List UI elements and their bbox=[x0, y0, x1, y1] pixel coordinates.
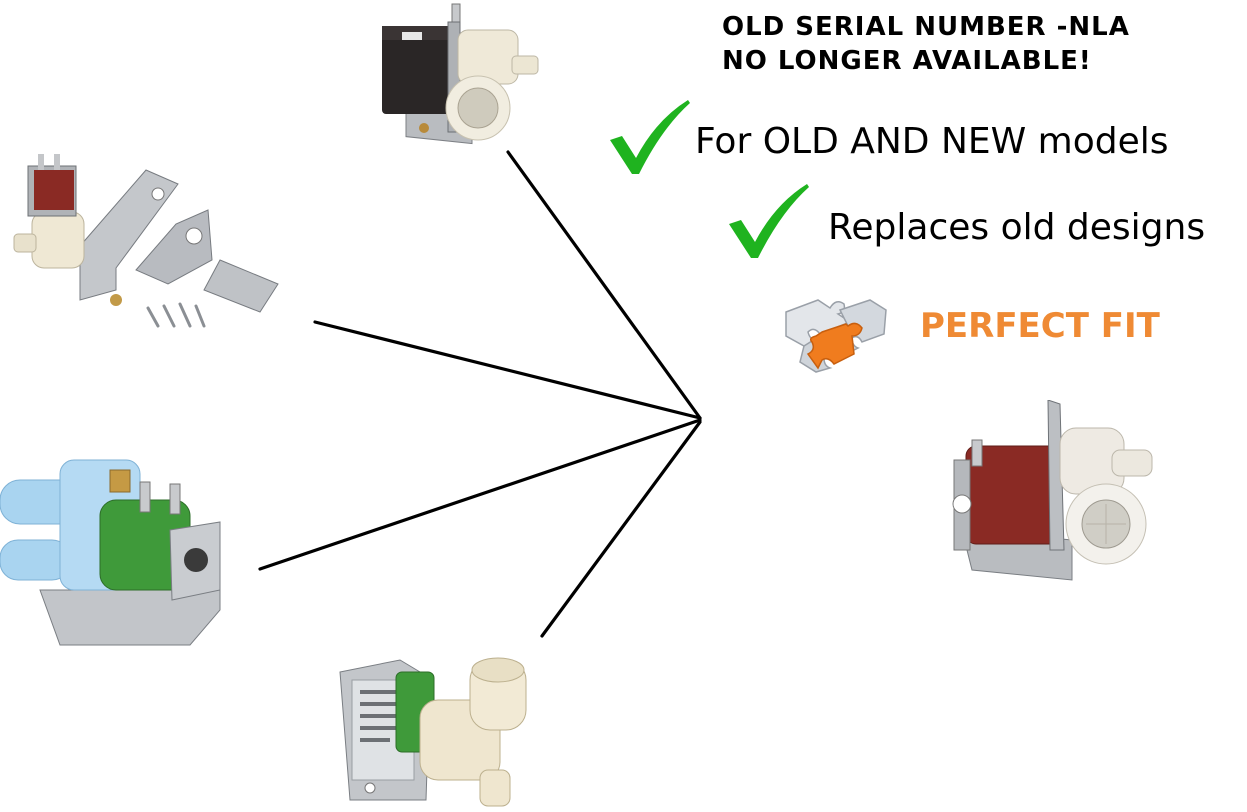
claim-replaces-old-designs: Replaces old designs bbox=[828, 207, 1206, 248]
line-from-top-valve bbox=[506, 150, 702, 420]
puzzle-icon bbox=[785, 299, 887, 373]
line-from-blue-valve bbox=[258, 418, 702, 571]
product-image-blue-valve bbox=[0, 459, 221, 646]
product-image-new-replacement-valve bbox=[952, 400, 1153, 581]
notice-line-1: OLD SERIAL NUMBER -NLA bbox=[722, 12, 1130, 42]
product-image-black-coil-valve bbox=[382, 3, 539, 145]
check-icon bbox=[610, 100, 690, 174]
product-image-green-cream-valve bbox=[339, 657, 527, 807]
notice-line-2: NO LONGER AVAILABLE! bbox=[722, 46, 1092, 76]
check-icon bbox=[729, 184, 809, 258]
claim-old-new-models: For OLD AND NEW models bbox=[695, 121, 1169, 162]
line-from-cream-valve bbox=[540, 420, 702, 638]
line-from-bracket-kit bbox=[313, 320, 702, 420]
perfect-fit-label: PERFECT FIT bbox=[920, 306, 1160, 346]
product-image-valve-bracket-kit bbox=[13, 154, 279, 328]
